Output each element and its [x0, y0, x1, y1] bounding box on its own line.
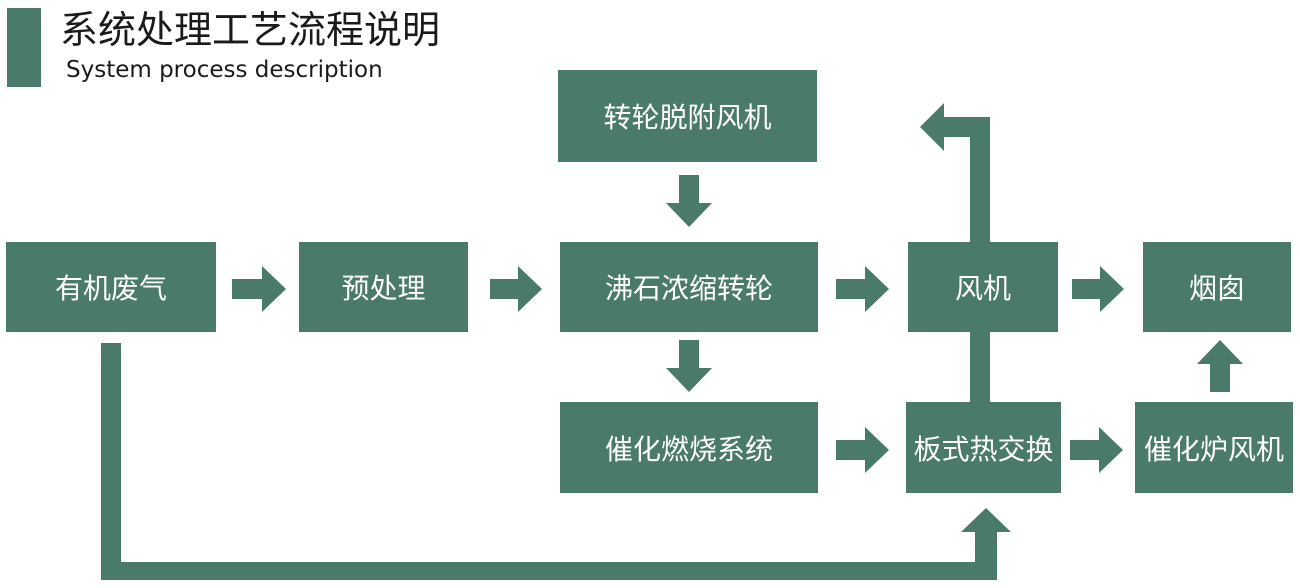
arrow-waste-to-pretreat: [232, 266, 286, 312]
title-accent-bar: [7, 8, 41, 87]
node-plate-heat-exchanger: 板式热交换: [906, 402, 1061, 493]
arrow-catalytic-to-exchanger: [836, 427, 889, 473]
node-rotor-desorption-fan: 转轮脱附风机: [558, 70, 817, 162]
arrow-pretreat-to-rotor: [490, 266, 542, 312]
arrow-furnacefan-to-chimney: [1197, 340, 1243, 392]
node-zeolite-rotor: 沸石浓缩转轮: [560, 242, 818, 332]
arrow-exchanger-to-furnacefan: [1070, 427, 1123, 473]
page-title: 系统处理工艺流程说明: [60, 8, 441, 52]
arrow-fan-to-chimney: [1072, 266, 1124, 312]
node-pretreatment: 预处理: [299, 242, 468, 332]
arrow-fan-exhaust: [920, 103, 990, 242]
arrow-rotor-to-fan: [836, 266, 889, 312]
node-chimney: 烟囱: [1143, 242, 1291, 332]
node-organic-waste-gas: 有机废气: [6, 242, 216, 332]
node-catalytic-combustion: 催化燃烧系统: [560, 402, 818, 493]
connector-exchanger-to-fan: [970, 330, 990, 402]
node-catalytic-furnace-fan: 催化炉风机: [1135, 402, 1293, 493]
arrow-rotor-to-catalytic: [666, 340, 712, 392]
node-fan: 风机: [908, 242, 1058, 332]
arrow-desorption-to-rotor: [666, 175, 712, 227]
page-subtitle: System process description: [66, 57, 383, 83]
